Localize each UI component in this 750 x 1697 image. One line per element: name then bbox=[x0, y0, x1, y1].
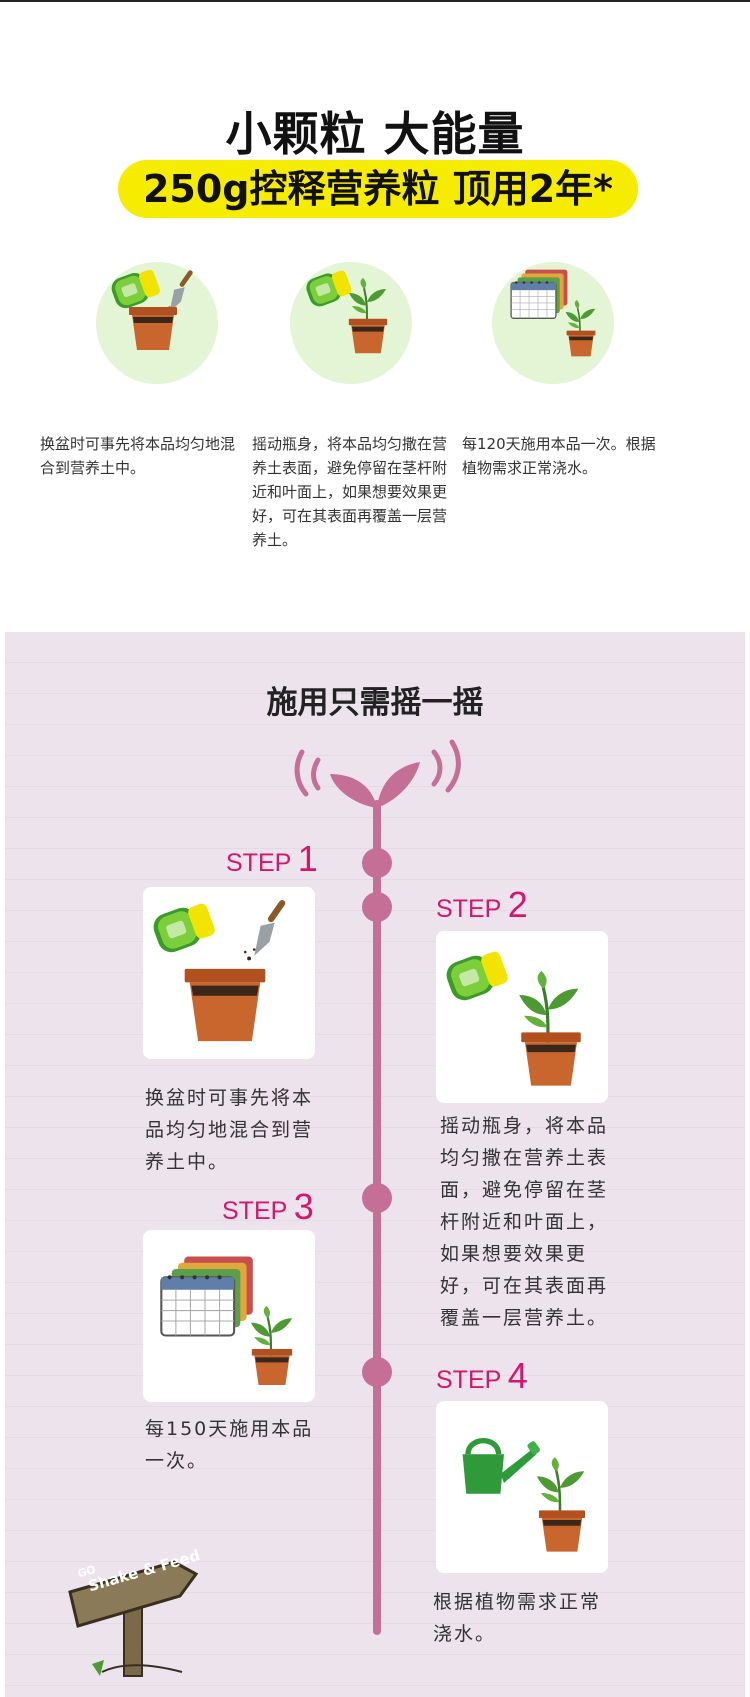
fertilizer-bottle-icon bbox=[442, 945, 518, 1007]
pot-icon bbox=[520, 1031, 582, 1087]
step-3-text: 每150天施用本品一次。 bbox=[145, 1418, 314, 1472]
step-3-label: STEP 3 bbox=[222, 1186, 314, 1227]
plant-icon bbox=[342, 278, 392, 323]
pot-icon bbox=[183, 967, 267, 1043]
step-1-card bbox=[143, 887, 315, 1059]
signpost-icon bbox=[68, 1560, 199, 1677]
intro-text-3: 每120天施用本品一次。根据植物需求正常浇水。 bbox=[462, 435, 656, 477]
pot-icon bbox=[128, 306, 178, 351]
calendar-icon bbox=[153, 1254, 257, 1338]
pot-icon bbox=[538, 1509, 586, 1553]
intro-text-1: 换盆时可事先将本品均匀地混合到营养土中。 bbox=[40, 435, 236, 477]
timeline-dot-1 bbox=[362, 848, 392, 878]
pot-icon bbox=[566, 330, 596, 357]
step-1-text: 换盆时可事先将本品均匀地混合到营养土中。 bbox=[145, 1087, 314, 1173]
step-2-card bbox=[436, 931, 608, 1103]
step-2-label: STEP 2 bbox=[436, 884, 528, 925]
intro-text-2: 摇动瓶身，将本品均匀撒在营养土表面，避免停留在茎杆附近和叶面上，如果想要效果更好… bbox=[252, 435, 448, 549]
timeline-dot-4 bbox=[362, 1357, 392, 1387]
step-1-label: STEP 1 bbox=[226, 838, 318, 879]
highlight-banner: 250g控释营养粒 顶用2年* bbox=[118, 160, 638, 218]
fertilizer-bottle-icon bbox=[149, 897, 225, 959]
step-4-card bbox=[436, 1401, 608, 1573]
watering-can-icon bbox=[450, 1429, 540, 1501]
sprout-icon bbox=[294, 739, 461, 808]
timeline-dot-3 bbox=[362, 1183, 392, 1213]
howto-title: 施用只需摇一摇 bbox=[266, 685, 484, 721]
step-4-label: STEP 4 bbox=[436, 1355, 528, 1396]
step-3-card bbox=[143, 1230, 315, 1402]
timeline-dot-2 bbox=[362, 892, 392, 922]
top-rule bbox=[0, 0, 750, 2]
step-2-text: 摇动瓶身，将本品均匀撒在营养土表面，避免停留在茎杆附近和叶面上，如果想要效果更好… bbox=[440, 1115, 609, 1329]
pot-icon bbox=[348, 318, 388, 354]
trowel-icon bbox=[235, 897, 299, 961]
page-title: 小颗粒 大能量 bbox=[225, 107, 525, 161]
timeline-stem bbox=[373, 800, 381, 1635]
step-4-text: 根据植物需求正常浇水。 bbox=[433, 1591, 602, 1645]
plant-icon bbox=[528, 1457, 592, 1515]
pot-icon bbox=[251, 1348, 293, 1386]
